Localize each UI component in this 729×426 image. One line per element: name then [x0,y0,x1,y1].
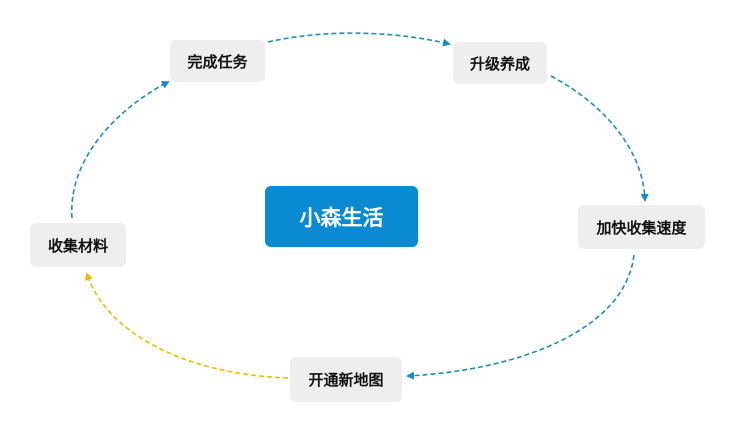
arrow-map-to-collect [85,272,289,379]
node-unlock-new-map: 开通新地图 [290,357,402,402]
node-upgrade: 升级养成 [453,42,547,84]
node-complete-task: 完成任务 [170,40,265,82]
node-collect-materials: 收集材料 [30,223,126,267]
arrow-upgrade-to-speed [550,75,649,202]
arrow-speed-to-map [406,254,635,380]
arrow-collect-to-complete [71,81,170,219]
arrow-complete-to-upgrade [267,32,451,47]
node-speed-up-collection: 加快收集速度 [578,205,705,249]
center-title-box: 小森生活 [265,186,418,247]
